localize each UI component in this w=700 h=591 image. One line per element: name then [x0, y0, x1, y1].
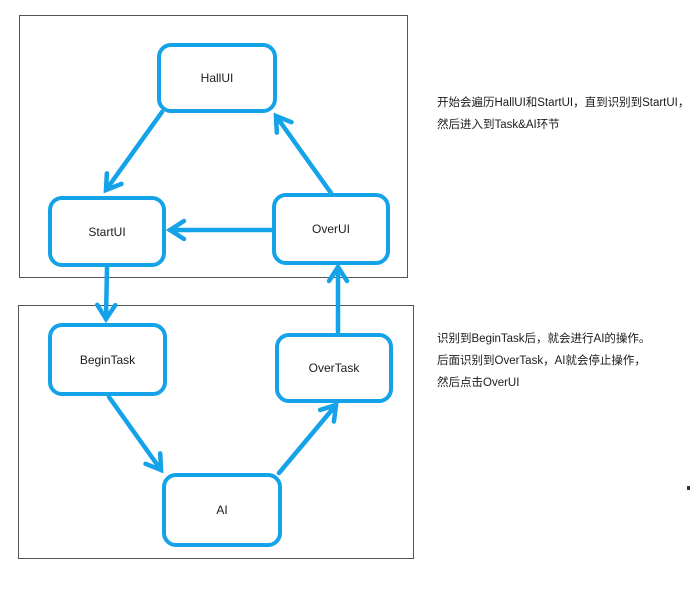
annotation-line: 识别到BeginTask后，就会进行AI的操作。 [437, 333, 651, 345]
node-hallui: HallUI [157, 43, 277, 113]
node-startui: StartUI [48, 196, 166, 267]
node-label: StartUI [88, 224, 126, 239]
node-overui: OverUI [272, 193, 390, 265]
node-overtask: OverTask [275, 333, 393, 403]
annotation-ui-loop: 开始会遍历HallUI和StartUI，直到识别到StartUI， 然后进入到T… [437, 92, 689, 136]
container-ui-loop [19, 15, 408, 278]
container-task-loop [18, 305, 414, 559]
node-label: AI [216, 503, 228, 517]
node-label: OverUI [311, 222, 350, 236]
annotation-line: 然后点击OverUI [437, 377, 520, 389]
node-ai: AI [162, 473, 282, 547]
annotation-line: 开始会遍历HallUI和StartUI，直到识别到StartUI， [437, 97, 690, 109]
node-begintask: BeginTask [48, 323, 167, 396]
node-label: HallUI [200, 71, 234, 85]
annotation-line: 然后进入到Task&AI环节 [437, 119, 560, 131]
annotation-line: 后面识别到OverTask，AI就会停止操作， [437, 355, 646, 367]
node-label: OverTask [308, 361, 360, 375]
node-label: BeginTask [79, 352, 136, 367]
stray-mark [687, 486, 690, 490]
annotation-task-loop: 识别到BeginTask后，就会进行AI的操作。 后面识别到OverTask，A… [437, 328, 650, 394]
